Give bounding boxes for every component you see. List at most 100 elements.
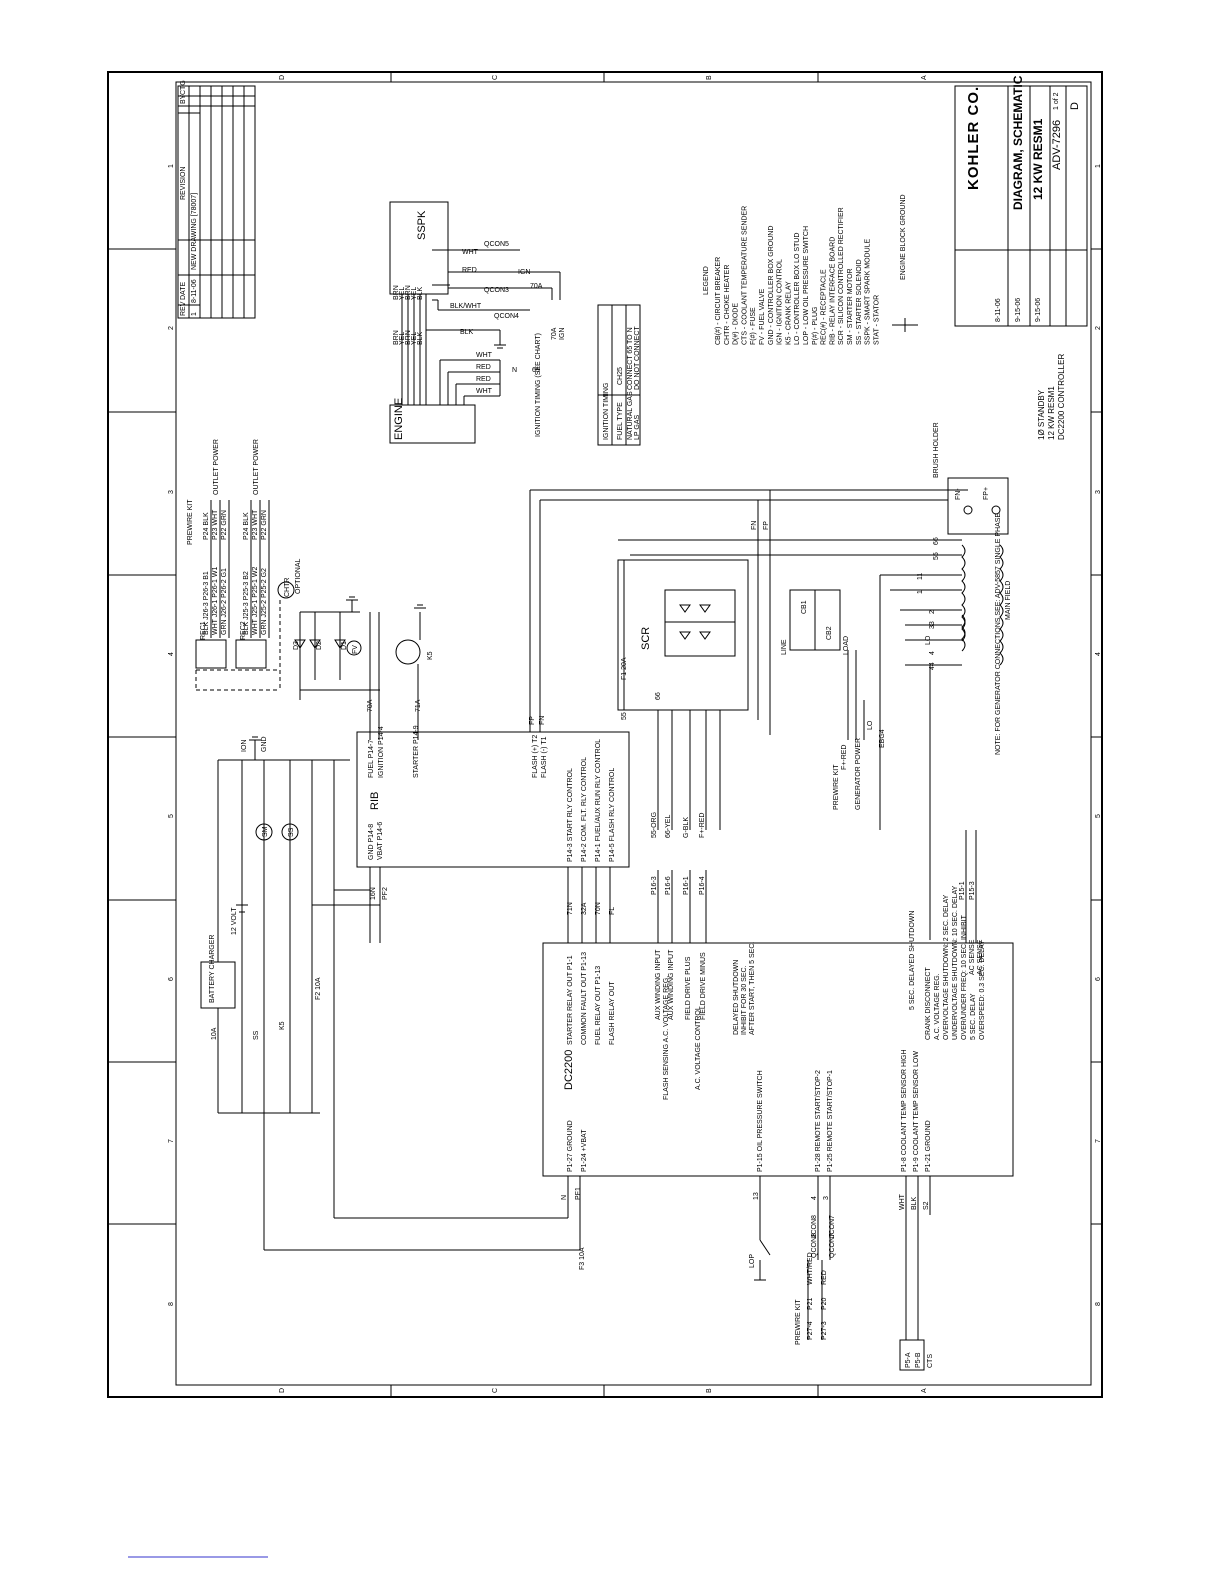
zone-ticks (108, 72, 1102, 1397)
brush-fp: FP (763, 521, 770, 530)
dc-protection-line: OVERSPEED: 0.3 SEC. DELAY (979, 940, 986, 1040)
dc-ac-sense-1: AC SENSE (969, 939, 976, 975)
ign-wht1: WHT (476, 352, 493, 359)
rec1-wire-2: WHT J26-1 P26-1 W1 (212, 567, 219, 635)
timing-h1: FUEL TYPE (617, 402, 624, 440)
battery-section: BATTERY CHARGER SM SS 12 VOL (200, 736, 586, 1270)
pin-p20: P20 (821, 1297, 828, 1310)
revision-header: REVISION (180, 167, 187, 200)
d3-symbol (294, 639, 306, 649)
brush-fn: FN (751, 521, 758, 530)
dc-protection-line: OVER/UNDER FREQ: 10 SEC. INHIBIT (961, 914, 968, 1040)
lead-4: 4 (811, 1196, 818, 1200)
sspk-wire-brn2: BRN (405, 285, 412, 300)
rec2-wire-2: WHT J25-1 P25-1 W2 (252, 567, 259, 635)
zone-d-bottom: D (279, 1388, 286, 1393)
zone-c-top: C (492, 75, 499, 80)
cts-box (899, 1339, 925, 1371)
wire-fplus-red: F+-RED (699, 813, 706, 838)
outlet-power-1: OUTLET POWER (213, 439, 220, 495)
cb2-label: CB2 (826, 626, 833, 640)
ign-red2: RED (476, 376, 491, 383)
engine-block: ENGINE WHT RED RED WHT N 65 IGNITION TIM… (389, 333, 542, 444)
rec2-wire-3: GRN J25-2 P25-2 G2 (261, 568, 268, 635)
zone-numbers-left: 1 2 3 4 5 6 7 8 (168, 164, 175, 1306)
lead-pf1: PF1 (575, 1187, 582, 1200)
rev-date: 8-11-06 (191, 279, 198, 303)
fuel-ignition-section: D3 D2 D1 FV K5 70A 71A (293, 596, 434, 740)
legend-ground-symbol (892, 318, 918, 332)
doc-number: ADV-7296 (1051, 120, 1063, 170)
cb-load-label: LOAD (843, 636, 850, 655)
wire-red-bottom: RED (821, 1270, 828, 1285)
zone-4-left: 4 (168, 652, 175, 656)
sspk-wire-yel2: YEL (411, 287, 418, 300)
qcon7: QCON7 (829, 1233, 836, 1258)
dc-p1-9: P1-9 COOLANT TEMP SENSOR LOW (913, 1051, 920, 1172)
date-1: 8-11-06 (995, 298, 1002, 322)
pin-p5-a: P5-A (905, 1352, 912, 1368)
lead-66: 66 (933, 537, 940, 545)
wire-70a-rib: 70A (367, 699, 374, 712)
lead-13: 13 (753, 1192, 760, 1200)
dc-p1-15: P1-15 OIL PRESSURE SWITCH (757, 1070, 764, 1172)
stator-winding-2 (961, 614, 966, 652)
wire-fl: FL (609, 907, 616, 915)
rev-desc: NEW DRAWING [78007] (191, 193, 198, 270)
rib-pin-flash-rly: P14-5 FLASH RLY CONTROL (609, 768, 616, 862)
chtr-optional: OPTIONAL (295, 558, 302, 594)
rib-pin-fuel: FUEL P14-7 (368, 740, 375, 778)
dc-out-starter: STARTER RELAY OUT P1-1 (567, 955, 574, 1045)
legend-item: GND - CONTROLLER BOX GROUND (768, 226, 775, 345)
lead-55: 55 (933, 552, 940, 560)
rev-value: 1 (191, 312, 198, 316)
timing-r1c1: NATURAL GAS (627, 391, 634, 440)
d2-symbol (309, 639, 321, 649)
legend-item: RIB - RELAY INTERFACE BOARD (829, 237, 836, 345)
dc-p1-25: P1-25 REMOTE START/STOP-1 (827, 1070, 834, 1172)
rib-pin-com-flt: P14-2 COM. FLT. RLY CONTROL (581, 757, 588, 862)
rec2-box (235, 639, 267, 669)
d3-label: D3 (293, 641, 300, 650)
legend-item: IGN - IGNITION CONTROL (777, 259, 784, 345)
title-block: KOHLER CO. DIAGRAM, SCHEMATIC 12 KW RESM… (954, 75, 1088, 440)
fp-plus-label: FP+ (983, 487, 990, 500)
inner-border (175, 81, 1092, 1386)
ss-label: SS (288, 827, 295, 837)
legend-ground-note: ENGINE BLOCK GROUND (900, 194, 907, 280)
lead-n: N (561, 1195, 568, 1200)
dc2200-label: DC2200 (563, 1050, 575, 1090)
wire-55-org: 55-ORG (651, 812, 658, 838)
by-header: BY (180, 94, 187, 104)
dc-aux-2: AUX WINDING INPUT (668, 949, 675, 1020)
main-field-label: MAIN FIELD (1005, 581, 1012, 620)
timing-r2c1: LP GAS (634, 415, 641, 440)
dc-p1-21: P1-21 GROUND (925, 1120, 932, 1172)
cts-s2: S2 (923, 1201, 930, 1210)
sm-label: SM (262, 826, 269, 837)
wire-32a: 32A (581, 902, 588, 915)
zone-8-left: 8 (168, 1302, 175, 1306)
ign-pin-n: N (512, 367, 517, 374)
jcon7: JCON7 (829, 1215, 836, 1238)
zone-a-bottom: A (921, 1388, 928, 1393)
drawing-title: DIAGRAM, SCHEMATIC (1011, 75, 1025, 210)
dc-ac-voltage-control: A.C. VOLTAGE CONTROL (695, 1006, 702, 1090)
rec1-wire-3: GRN J26-2 P26-2 G1 (221, 568, 228, 635)
legend-title: LEGEND (703, 266, 710, 295)
k5-label-2: K5 (279, 1021, 286, 1030)
rib-pin-flash-minus: FLASH (-) T1 (541, 736, 548, 778)
legend-item: SSPK - SMART SPARK MODULE (865, 238, 872, 345)
pin-p16-4: P16-4 (699, 876, 706, 895)
dc-delayed-1: DELAYED SHUTDOWN (733, 960, 740, 1035)
zone-d-top: D (279, 75, 286, 80)
k5-symbol (395, 639, 421, 665)
lo-label: LO (925, 635, 932, 645)
zone-c-bottom: C (492, 1388, 499, 1393)
legend-item: P(#) - PLUG (812, 306, 819, 345)
qcon8: QCON8 (811, 1233, 818, 1258)
rib-pin-ignition: IGNITION P14-4 (378, 726, 385, 778)
wire-wht-red: WHT/RED (807, 1252, 814, 1285)
dc-flash-sensing: FLASH SENSING A.C. VOLTAGE REG. (663, 976, 670, 1100)
ign-red1: RED (476, 364, 491, 371)
